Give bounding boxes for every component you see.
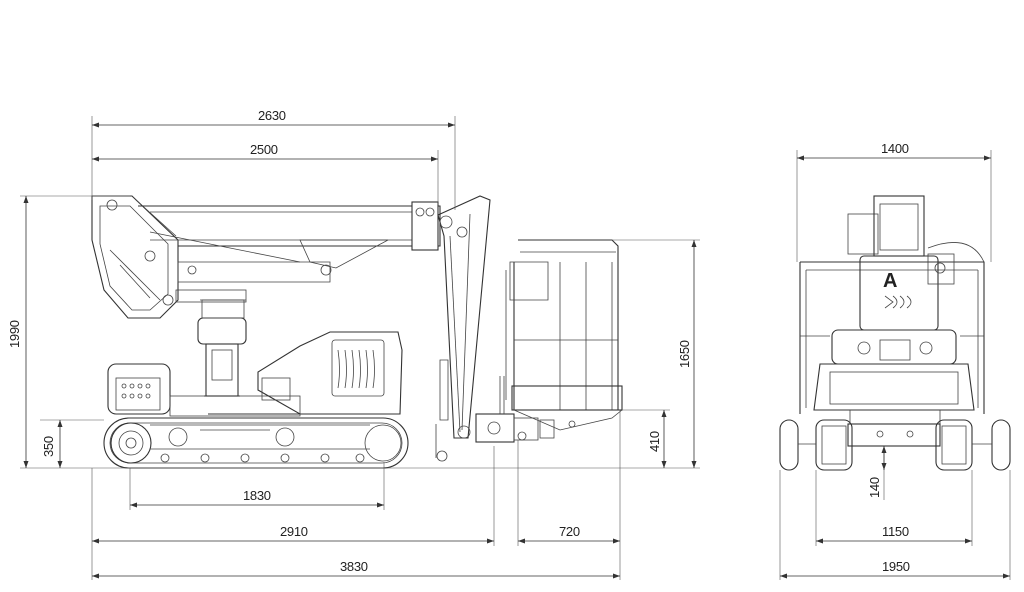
- dim-overall-width: 1950: [882, 559, 910, 574]
- dim-length-to-basket: 2910: [280, 524, 308, 539]
- dim-boom-length: 2500: [250, 142, 278, 157]
- front-guardrail: [799, 242, 985, 414]
- brand-logo: A: [883, 270, 897, 292]
- basket-rotator: [475, 376, 555, 443]
- dim-basket-floor-height: 410: [647, 431, 662, 452]
- dim-track-height: 350: [41, 436, 56, 457]
- front-tracks: [779, 419, 1011, 471]
- dim-front-width: 1400: [881, 141, 909, 156]
- crawler-track: [103, 417, 409, 469]
- dim-track-gauge: 1150: [882, 524, 909, 539]
- dimension-lines: 2630 2500 1990 350 1830 2910 720 3830 16…: [7, 108, 1011, 580]
- side-view: [91, 195, 623, 469]
- front-chassis: [813, 329, 975, 447]
- dim-total-length: 3830: [340, 559, 368, 574]
- dim-total-height: 1990: [7, 320, 22, 348]
- work-basket: [505, 239, 623, 431]
- turret: [197, 299, 247, 397]
- front-view: A: [779, 195, 1011, 471]
- dim-ground-clearance: 140: [867, 477, 882, 498]
- dim-basket-width: 720: [559, 524, 580, 539]
- dim-track-contact-length: 1830: [243, 488, 271, 503]
- chassis: [107, 331, 403, 417]
- dim-basket-height: 1650: [677, 340, 692, 368]
- main-boom: [138, 201, 441, 283]
- dim-overall-boom-length: 2630: [258, 108, 286, 123]
- front-mast: A: [847, 195, 955, 331]
- jib-arm: [435, 195, 491, 462]
- boom-knuckle: [91, 195, 247, 319]
